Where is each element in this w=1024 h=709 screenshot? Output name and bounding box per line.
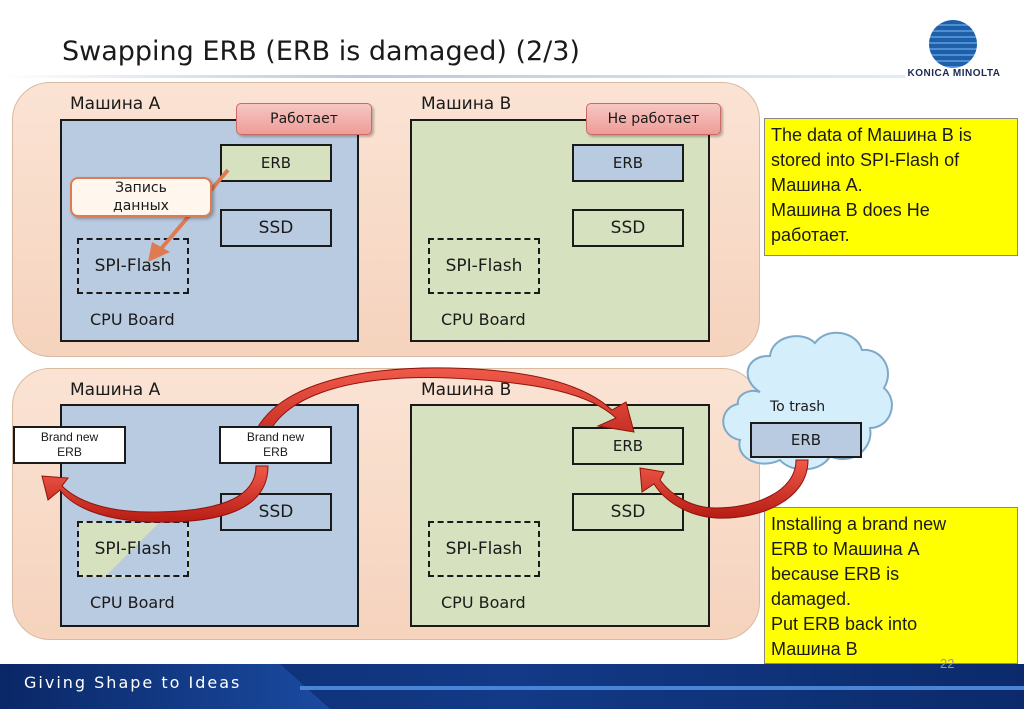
bottom-note-line-1: Installing a brand new (771, 514, 947, 534)
top-machine-a-label: Машина A (70, 94, 161, 114)
top-a-erb-chip: ERB (220, 144, 332, 182)
logo-text: KONICA MINOLTA (907, 68, 1001, 79)
arc-arrow-a-to-b (247, 367, 635, 463)
bottom-b-erb-chip: ERB (572, 427, 684, 465)
arc-arrow-erb-return (639, 459, 809, 519)
top-note-line-5: работает. (771, 225, 850, 245)
top-note-line-3: Машина A. (771, 175, 863, 195)
top-note-line-1: The data of Машина B is (771, 125, 972, 145)
footer-tagline: Giving Shape to Ideas (24, 673, 242, 692)
bottom-machine-a-label: Машина A (70, 380, 161, 400)
top-note-line-4: Машина B does Не (771, 200, 930, 220)
status-tag-working: Работает (236, 103, 372, 135)
write-data-label: Запись данных (70, 177, 212, 217)
top-note: The data of Машина B is stored into SPI-… (764, 118, 1018, 256)
page-number: 22 (940, 656, 955, 671)
footer-strip (300, 686, 1024, 690)
bottom-note-line-3: because ERB is (771, 564, 900, 584)
top-note-line-2: stored into SPI-Flash of (771, 150, 960, 170)
trash-label: To trash (770, 399, 826, 415)
arc-arrow-new-erb (41, 465, 269, 523)
write-data-arrowhead (148, 242, 170, 262)
top-b-ssd-chip: SSD (572, 209, 684, 247)
top-b-cpu-board-label: CPU Board (441, 310, 526, 329)
bottom-note-line-2: ERB to Машина A (771, 539, 920, 559)
bottom-b-spi-flash: SPI-Flash (428, 521, 540, 577)
brand-new-erb-right: Brand new ERB (219, 426, 332, 464)
footer-accent (0, 664, 330, 709)
top-machine-b-label: Машина B (421, 94, 512, 114)
status-tag-not-working: Не работает (586, 103, 721, 135)
top-a-ssd-chip: SSD (220, 209, 332, 247)
title-rule (0, 75, 905, 78)
top-a-spi-flash: SPI-Flash (77, 238, 189, 294)
top-b-erb-chip: ERB (572, 144, 684, 182)
slide-title: Swapping ERB (ERB is damaged) (2/3) (62, 36, 580, 67)
konica-minolta-globe-logo (929, 20, 977, 68)
bottom-a-spi-flash: SPI-Flash (77, 521, 189, 577)
bottom-note-line-6: Машина B (771, 639, 858, 659)
top-a-cpu-board-label: CPU Board (90, 310, 175, 329)
bottom-b-ssd-chip: SSD (572, 493, 684, 531)
bottom-note-line-5: Put ERB back into (771, 614, 918, 634)
bottom-b-cpu-board-label: CPU Board (441, 593, 526, 612)
bottom-note-line-4: damaged. (771, 589, 852, 609)
trash-erb-chip: ERB (750, 422, 862, 458)
bottom-machine-b-label: Машина B (421, 380, 512, 400)
brand-new-erb-left: Brand new ERB (13, 426, 126, 464)
bottom-note: Installing a brand new ERB to Машина A b… (764, 507, 1018, 664)
top-b-spi-flash: SPI-Flash (428, 238, 540, 294)
bottom-a-cpu-board-label: CPU Board (90, 593, 175, 612)
